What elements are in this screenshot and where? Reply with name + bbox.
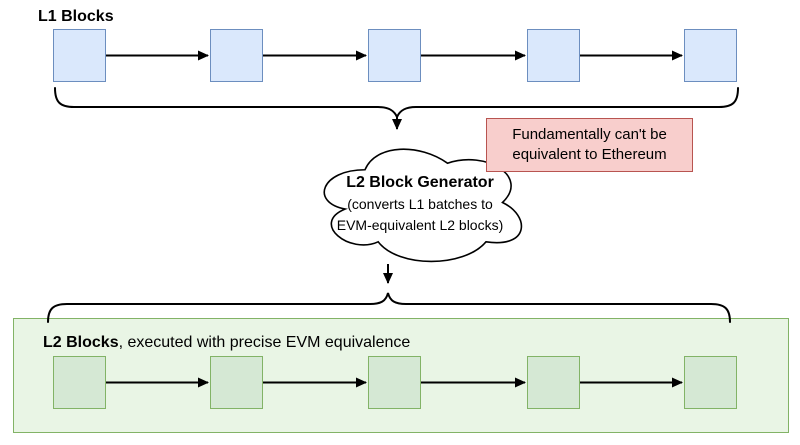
warning-callout: Fundamentally can't be equivalent to Eth… (486, 118, 693, 172)
l2-block (368, 356, 421, 409)
l2-blocks-label: L2 Blocks, executed with precise EVM equ… (43, 333, 410, 353)
warning-line1: Fundamentally can't be (512, 126, 667, 143)
l1-block (527, 29, 580, 82)
l1-blocks-label: L1 Blocks (38, 8, 114, 25)
l2-blocks-label-bold: L2 Blocks (43, 334, 119, 351)
l1-block (210, 29, 263, 82)
generator-subtitle-line1: (converts L1 batches to (347, 196, 493, 212)
l2-blocks-label-rest: , executed with precise EVM equivalence (118, 334, 411, 351)
l1-block (368, 29, 421, 82)
l2-block (527, 356, 580, 409)
l2-block (53, 356, 106, 409)
l1-block (684, 29, 737, 82)
generator-title: L2 Block Generator (346, 174, 494, 191)
generator-text: L2 Block Generator (converts L1 batches … (310, 171, 530, 236)
generator-subtitle-line2: EVM-equivalent L2 blocks) (336, 217, 504, 233)
top-brace (54, 87, 739, 120)
l1-block (53, 29, 106, 82)
l2-block (684, 356, 737, 409)
l2-block (210, 356, 263, 409)
warning-line2: equivalent to Ethereum (512, 146, 667, 163)
